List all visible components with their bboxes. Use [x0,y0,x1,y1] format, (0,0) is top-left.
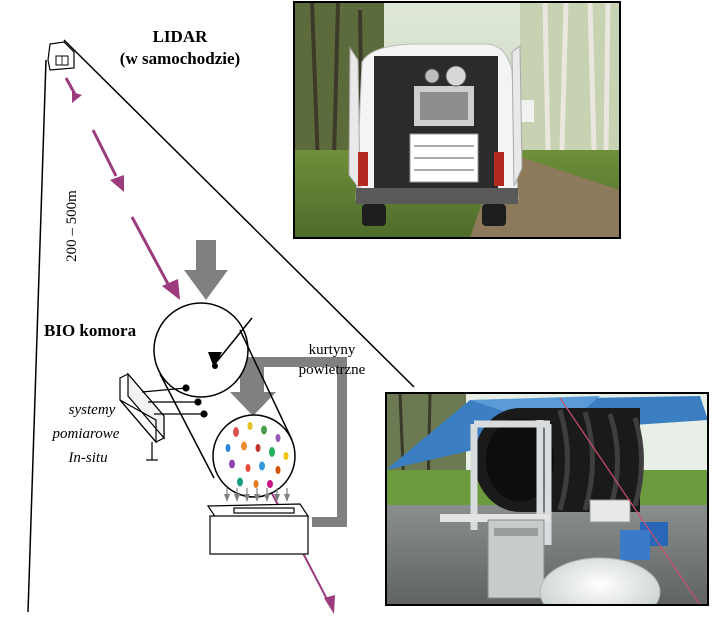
insitu-label-line2: pomiarowe [52,426,120,442]
lidar-subtitle: (w samochodzie) [120,49,240,68]
wedge-left-edge [27,59,47,613]
insitu-label-line3: In-situ [67,450,107,466]
bio-chamber [153,302,296,498]
bioaerosol-particles [225,422,289,488]
filtration-unit [206,488,310,555]
bio-chamber-tent-photo [386,393,708,605]
lidar-van-icon [47,41,75,71]
van-with-lidar-photo [294,2,620,238]
chamber-label: BIO komora [44,321,137,340]
curtains-label-line1: kurtyny [309,342,356,358]
wedge-right-edge [63,39,415,388]
filter-airflow-arrows [224,488,290,502]
in-situ-instrument [119,372,165,461]
curtains-label-line2: powietrzne [299,362,366,378]
distance-label: 200 – 500m [64,190,80,262]
inflow-arrow [184,240,228,300]
insitu-label-line1: systemy [69,402,116,418]
sampling-lines [141,384,208,418]
lidar-title: LIDAR [153,27,209,46]
